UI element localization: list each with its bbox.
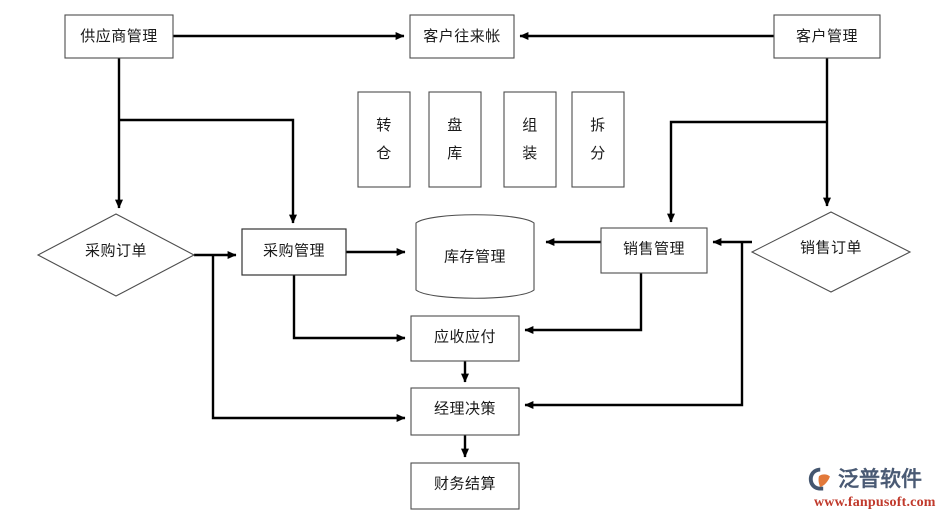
node-stocktake-label-1: 盘 [447,116,463,134]
node-stocktake[interactable]: 盘 库 [428,91,482,188]
node-disassemble[interactable]: 拆 分 [571,91,625,188]
node-supplier-label: 供应商管理 [80,27,158,45]
node-customer-ledger[interactable]: 客户往来帐 [409,14,515,59]
edge-supplier-to-purchase-mgmt [119,118,297,224]
node-inventory[interactable]: 库存管理 [415,214,535,299]
edge-customer-to-sales-mgmt [667,120,827,223]
edge-sales-mgmt-to-receivable [524,273,643,334]
node-finance-settlement-label: 财务结算 [434,474,496,492]
node-finance-settlement[interactable]: 财务结算 [410,462,520,510]
node-customer-management-label: 客户管理 [796,28,858,45]
node-sales-order-label: 销售订单 [800,239,862,256]
node-receivable-payable-label: 应收应付 [434,327,496,345]
node-assemble[interactable]: 组 装 [503,91,557,188]
node-receivable-payable[interactable]: 应收应付 [410,315,520,362]
node-purchase-management-label: 采购管理 [263,242,325,259]
node-stocktake-label-2: 库 [447,145,463,162]
node-transfer-warehouse[interactable]: 转 仓 [357,91,411,188]
node-disassemble-label-2: 分 [590,145,606,162]
node-customer-management[interactable]: 客户管理 [773,14,881,59]
node-purchase-order-label: 采购订单 [85,242,147,259]
edge-purchase-order-to-manager [211,255,406,422]
node-inventory-label: 库存管理 [444,248,506,265]
edge-purchase-mgmt-to-receivable [292,275,406,342]
node-transfer-warehouse-label-1: 转 [376,117,392,134]
brand-url: www.fanpusoft.com [814,494,936,510]
node-assemble-label-2: 装 [522,145,538,162]
node-assemble-label-1: 组 [522,117,538,134]
node-sales-order[interactable]: 销售订单 [750,211,912,293]
node-purchase-management[interactable]: 采购管理 [241,228,347,276]
connector-layer [115,32,831,458]
node-manager-decision[interactable]: 经理决策 [410,387,520,436]
node-transfer-warehouse-label-2: 仓 [376,145,392,162]
node-customer-ledger-label: 客户往来帐 [423,28,501,45]
node-disassemble-label-1: 拆 [590,117,606,134]
fanpusoft-logo-icon [808,466,835,493]
brand-watermark: 泛普软件 www.fanpusoft.com [808,462,942,514]
node-sales-management-label: 销售管理 [623,240,685,257]
brand-name: 泛普软件 [838,467,922,491]
node-layer: 供应商管理 客户往来帐 客户管理 转 仓 盘 库 [36,14,912,510]
node-purchase-order[interactable]: 采购订单 [36,213,196,297]
node-supplier[interactable]: 供应商管理 [64,14,174,59]
node-sales-management[interactable]: 销售管理 [600,227,708,274]
node-manager-decision-label: 经理决策 [434,400,496,417]
edge-sales-order-to-manager [524,243,744,409]
